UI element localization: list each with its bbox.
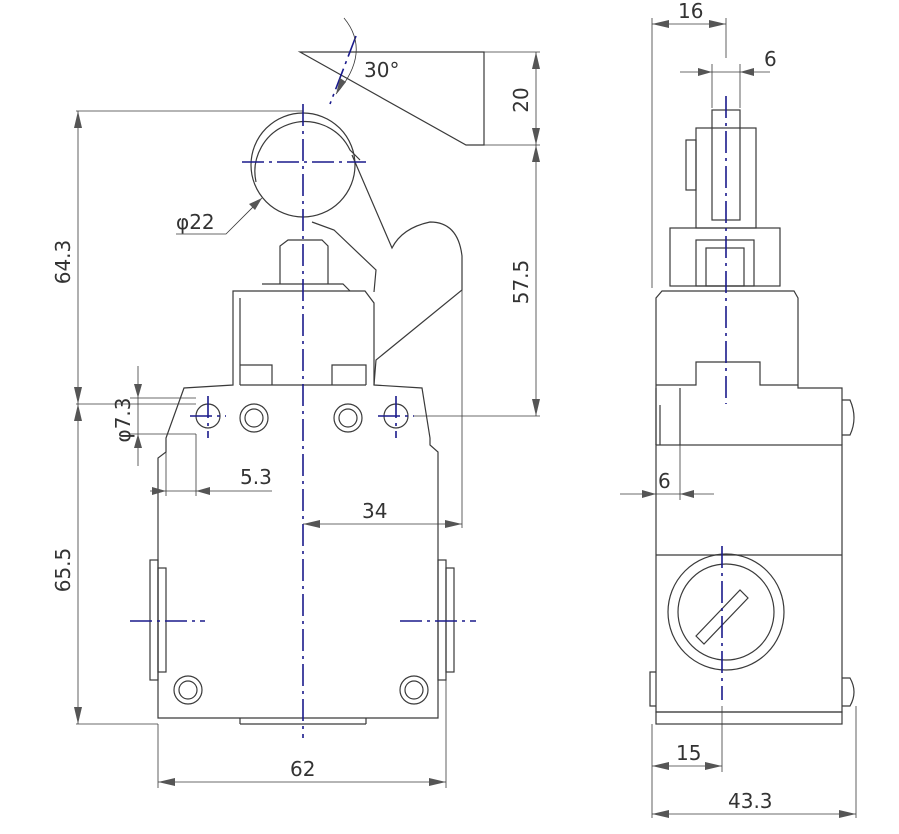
dim-text-roller-diameter: φ22 <box>176 210 215 234</box>
gland-inner <box>677 563 775 661</box>
arrow <box>152 487 166 495</box>
dim-text-gland-offset: 15 <box>676 741 701 765</box>
plunger <box>279 239 329 284</box>
gland <box>667 553 785 671</box>
side-cap <box>842 399 855 436</box>
roller-axle <box>685 139 697 191</box>
screw <box>239 403 269 433</box>
arrow <box>532 128 540 145</box>
screw-inner <box>404 680 424 700</box>
side-flange <box>655 388 661 445</box>
arrow <box>196 487 210 495</box>
arrow <box>532 52 540 69</box>
angle-centerline <box>329 35 357 105</box>
arrow <box>839 810 856 818</box>
arrow <box>303 520 320 528</box>
dim-text-width: 62 <box>290 757 315 781</box>
right-boss <box>437 559 447 681</box>
gland-slot <box>695 589 749 645</box>
arrow <box>698 68 712 76</box>
leader-phi22 <box>176 197 263 235</box>
dim-text-hole-diameter: φ7.3 <box>111 398 135 443</box>
actuator-bracket <box>669 227 781 287</box>
arrow <box>74 707 82 724</box>
dim-text-overall-top: 64.3 <box>51 240 75 285</box>
dim-text-roller-width: 6 <box>764 47 777 71</box>
lever-arm <box>351 154 463 386</box>
screw <box>399 675 429 705</box>
arrow <box>249 198 262 210</box>
arrow <box>532 145 540 162</box>
dim-text-lever-offset: 34 <box>362 499 387 523</box>
dim-text-hole-offset: 5.3 <box>240 465 272 489</box>
front-head-steps <box>239 298 367 386</box>
side-view: 16 6 6 15 43.3 <box>620 0 857 818</box>
dim-text-lever-drop: 20 <box>509 87 533 112</box>
dim-text-body-height: 65.5 <box>51 548 75 593</box>
side-bottom-cap <box>842 677 855 707</box>
screw <box>333 403 363 433</box>
screw-inner <box>244 408 264 428</box>
side-body <box>655 444 843 713</box>
dim-text-roller-to-mount: 57.5 <box>509 260 533 305</box>
right-boss-inner <box>445 567 455 673</box>
side-left-tab <box>649 671 656 707</box>
dim-text-angle: 30° <box>364 58 399 82</box>
arrow <box>429 778 446 786</box>
arrow <box>532 399 540 416</box>
screw-inner <box>178 680 198 700</box>
arrow <box>740 68 754 76</box>
arrow <box>705 762 722 770</box>
left-boss <box>149 559 159 681</box>
side-head-steps <box>656 361 798 386</box>
dim-text-top-width: 16 <box>678 0 703 23</box>
screw <box>173 675 203 705</box>
side-base <box>655 711 843 725</box>
arrow <box>336 78 346 94</box>
screw-inner <box>338 408 358 428</box>
arrow <box>74 387 82 404</box>
arrow <box>134 384 142 398</box>
arrow <box>445 520 462 528</box>
dim-text-depth: 43.3 <box>728 789 773 813</box>
lever-arm-inner <box>311 221 377 293</box>
arrow <box>158 778 175 786</box>
left-boss-inner <box>157 567 167 673</box>
arrow <box>680 490 694 498</box>
arrow <box>652 762 669 770</box>
side-head-outline <box>655 290 843 445</box>
arrow <box>74 111 82 128</box>
roller-hub <box>254 121 361 183</box>
arrow <box>74 404 82 421</box>
actuator-stem <box>705 247 745 287</box>
arrow <box>652 810 669 818</box>
arrow <box>642 490 656 498</box>
arrow <box>134 434 142 448</box>
actuator-post <box>695 239 755 287</box>
dim-text-flange: 6 <box>658 469 671 493</box>
plunger-base <box>262 283 351 292</box>
arrow <box>652 20 669 28</box>
front-view: 30° 20 φ22 64.3 57.5 φ7.3 5.3 34 65.5 62 <box>51 17 540 788</box>
front-body-outline <box>157 290 439 719</box>
arrow <box>709 20 726 28</box>
